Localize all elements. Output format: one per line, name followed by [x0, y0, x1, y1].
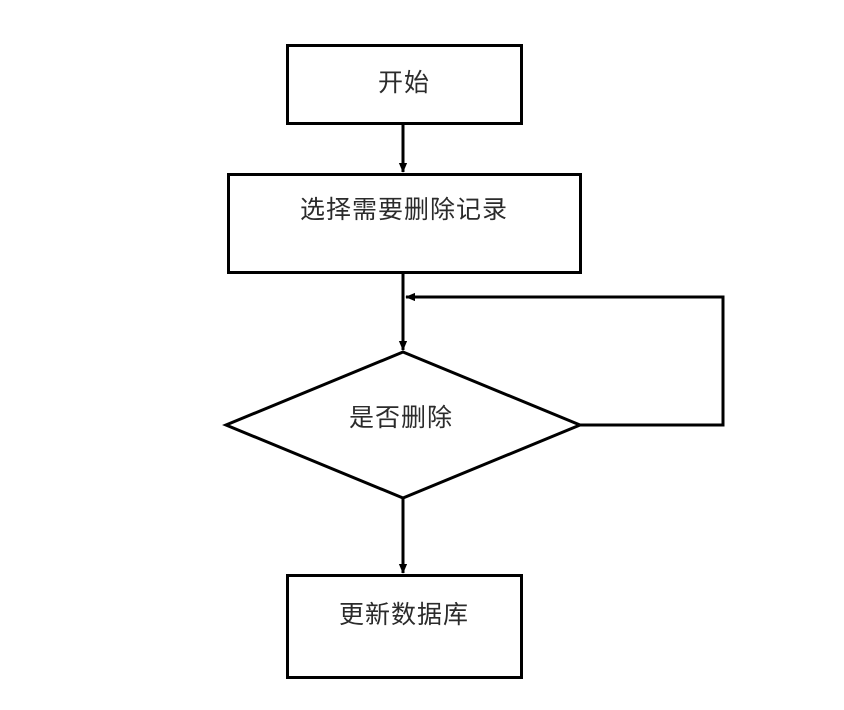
node-update-database-label: 更新数据库	[338, 600, 469, 629]
node-select-record-label: 选择需要删除记录	[299, 195, 508, 224]
node-start-label: 开始	[377, 68, 430, 97]
node-update-database-shape[interactable]	[286, 574, 523, 679]
node-start-shape[interactable]	[286, 44, 523, 125]
edge-confirm-loop-back	[405, 292, 725, 427]
node-select-record-shape[interactable]	[227, 173, 582, 274]
node-confirm-delete-label: 是否删除	[348, 403, 453, 432]
